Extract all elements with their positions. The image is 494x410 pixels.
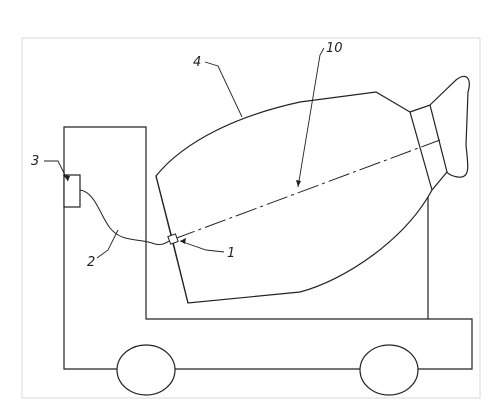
arrow-control-box bbox=[63, 175, 70, 181]
rear-wheel bbox=[359, 344, 419, 396]
drum-chute bbox=[429, 75, 470, 178]
arrow-axis bbox=[296, 180, 301, 187]
label-control-box: 3 bbox=[31, 154, 39, 169]
label-axis: 10 bbox=[326, 41, 343, 56]
label-sensor: 1 bbox=[227, 246, 235, 261]
arrow-sensor bbox=[180, 238, 186, 244]
leader-cable bbox=[96, 229, 119, 259]
outer-frame bbox=[21, 37, 481, 399]
drum-axis-line bbox=[173, 139, 441, 240]
label-cable: 2 bbox=[87, 255, 95, 270]
front-wheel bbox=[116, 344, 176, 396]
leader-control-box bbox=[44, 160, 69, 182]
control-box bbox=[63, 174, 81, 208]
mixer-drum bbox=[155, 91, 433, 304]
leader-axis bbox=[297, 47, 325, 188]
sensor-cable bbox=[79, 189, 172, 245]
sensor bbox=[167, 233, 179, 245]
drum-neck bbox=[409, 104, 448, 191]
leader-drum bbox=[204, 61, 243, 118]
label-drum: 4 bbox=[193, 55, 201, 70]
leader-sensor bbox=[179, 240, 225, 253]
truck-chassis bbox=[63, 126, 473, 370]
